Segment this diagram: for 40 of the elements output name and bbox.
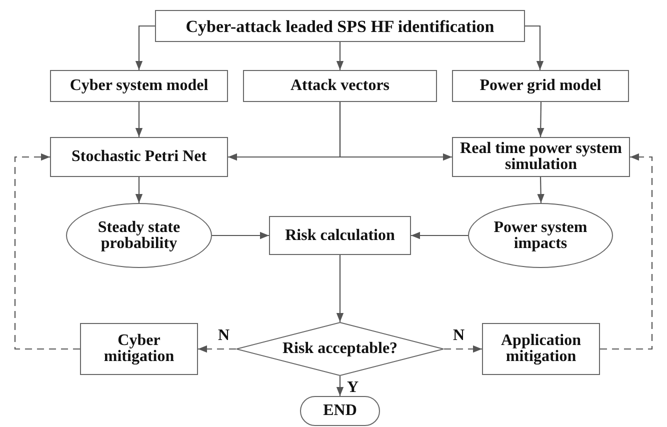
- arrow: [411, 232, 468, 240]
- terminal-box: [300, 396, 380, 426]
- node-label: END: [322, 403, 358, 419]
- process-box: [269, 216, 411, 255]
- arrow: [336, 255, 344, 322]
- arrow: [336, 42, 344, 70]
- process-box: [80, 323, 198, 375]
- arrow: [135, 177, 143, 203]
- arrow: [135, 102, 143, 137]
- dashed-arrow: [14, 153, 80, 350]
- arrow: [135, 25, 155, 70]
- node-label: Cyber mitigation: [102, 333, 176, 365]
- process-box: [50, 137, 228, 177]
- process-box: [243, 70, 437, 102]
- arrow: [212, 232, 269, 240]
- node-label: Risk calculation: [284, 228, 396, 244]
- process-box: [482, 323, 600, 375]
- node-label: Cyber system model: [68, 78, 210, 94]
- process-box: [155, 10, 525, 42]
- decision-diamond: [236, 322, 444, 376]
- arrow: [339, 102, 452, 161]
- process-box: [452, 137, 630, 177]
- node-label: Steady state probability: [96, 220, 182, 252]
- node-label: Stochastic Petri Net: [70, 149, 208, 165]
- node-label: Real time power system simulation: [459, 141, 623, 173]
- arrow: [336, 376, 344, 396]
- arrow: [537, 102, 544, 137]
- node-label: Application mitigation: [500, 333, 582, 365]
- node-label: Cyber-attack leaded SPS HF identification: [184, 18, 496, 34]
- arrow: [537, 176, 544, 204]
- dashed-arrow: [600, 153, 653, 350]
- node-label: Risk acceptable?: [281, 341, 399, 357]
- arrow: [525, 25, 544, 70]
- node-label: Power grid model: [478, 78, 602, 94]
- node-label: Power system impacts: [492, 220, 588, 252]
- process-box: [452, 70, 629, 102]
- dashed-arrow: [198, 345, 236, 353]
- node-label: Attack vectors: [289, 78, 391, 94]
- dashed-arrow: [444, 345, 482, 353]
- process-box: [50, 70, 228, 102]
